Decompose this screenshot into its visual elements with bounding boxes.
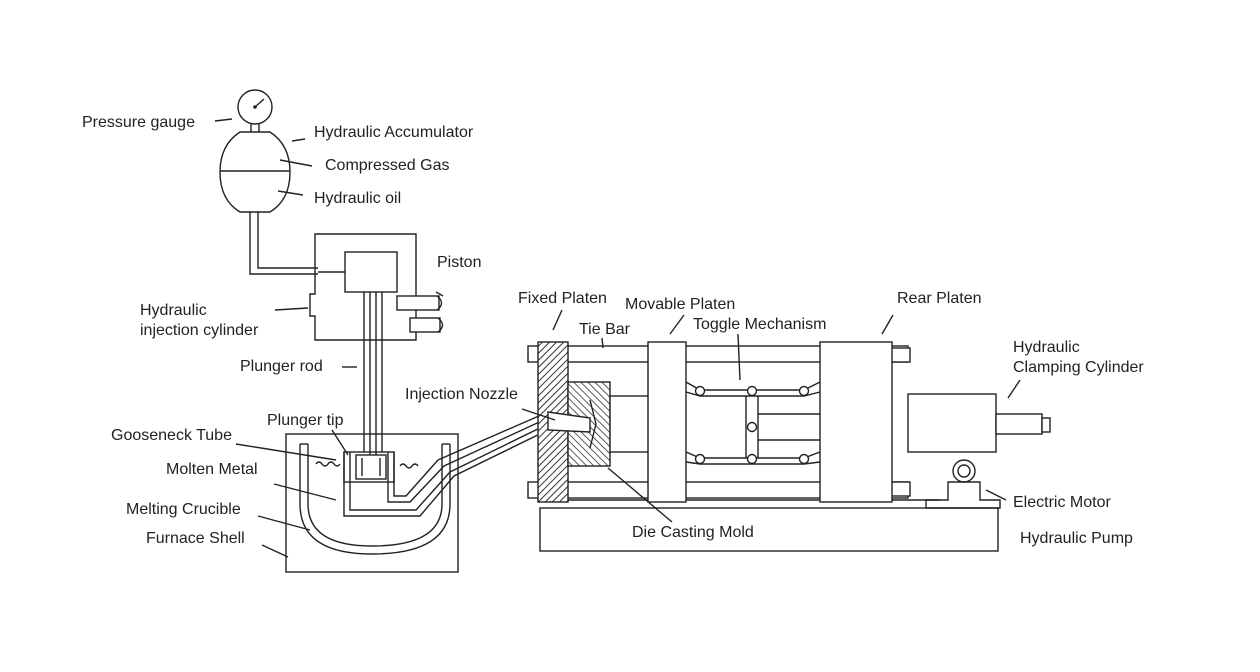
label-tie-bar: Tie Bar — [579, 321, 630, 338]
label-fixed-platen: Fixed Platen — [518, 290, 607, 307]
plunger-tip — [355, 454, 387, 480]
label-injection-nozzle: Injection Nozzle — [405, 386, 518, 403]
label-movable-platen: Movable Platen — [625, 296, 736, 313]
label-hydraulic-clamping-cylinder-1: Hydraulic — [1013, 339, 1080, 356]
label-hydraulic-oil: Hydraulic oil — [314, 190, 402, 207]
label-rear-platen: Rear Platen — [897, 290, 982, 307]
label-piston: Piston — [437, 254, 482, 271]
furnace-shell — [285, 433, 459, 573]
hydraulic-clamping-cylinder — [907, 393, 1051, 453]
label-electric-motor: Electric Motor — [1013, 494, 1111, 511]
label-melting-crucible: Melting Crucible — [126, 501, 241, 518]
label-pressure-gauge: Pressure gauge — [82, 114, 195, 131]
rear-platen — [819, 341, 893, 503]
label-hydraulic-accumulator: Hydraulic Accumulator — [314, 124, 474, 141]
label-hydraulic-injection-cylinder-2: injection cylinder — [140, 322, 259, 339]
label-plunger-rod: Plunger rod — [240, 358, 323, 375]
leader-lines — [214, 118, 1021, 558]
hydraulic-oil-pipe — [249, 212, 318, 275]
plunger-rod — [363, 292, 383, 458]
label-die-casting-mold: Die Casting Mold — [632, 524, 754, 541]
label-molten-metal: Molten Metal — [166, 461, 258, 478]
label-hydraulic-clamping-cylinder-2: Clamping Cylinder — [1013, 359, 1144, 376]
label-plunger-tip: Plunger tip — [267, 412, 344, 429]
hydraulic-accumulator — [219, 131, 291, 213]
toggle-mechanism — [685, 381, 821, 465]
movable-platen — [647, 341, 687, 503]
hydraulic-injection-cylinder — [309, 233, 444, 341]
tie-bars — [527, 345, 911, 499]
label-gooseneck-tube: Gooseneck Tube — [111, 427, 232, 444]
electric-motor — [925, 459, 1001, 509]
injection-nozzle — [547, 411, 591, 433]
melting-crucible — [299, 443, 451, 555]
gooseneck-tube — [343, 411, 549, 517]
label-hydraulic-injection-cylinder-1: Hydraulic — [140, 302, 207, 319]
pressure-gauge — [237, 89, 273, 132]
label-hydraulic-pump: Hydraulic Pump — [1020, 530, 1133, 547]
label-furnace-shell: Furnace Shell — [146, 530, 245, 547]
label-compressed-gas: Compressed Gas — [325, 157, 450, 174]
label-toggle-mechanism: Toggle Mechanism — [693, 316, 827, 333]
